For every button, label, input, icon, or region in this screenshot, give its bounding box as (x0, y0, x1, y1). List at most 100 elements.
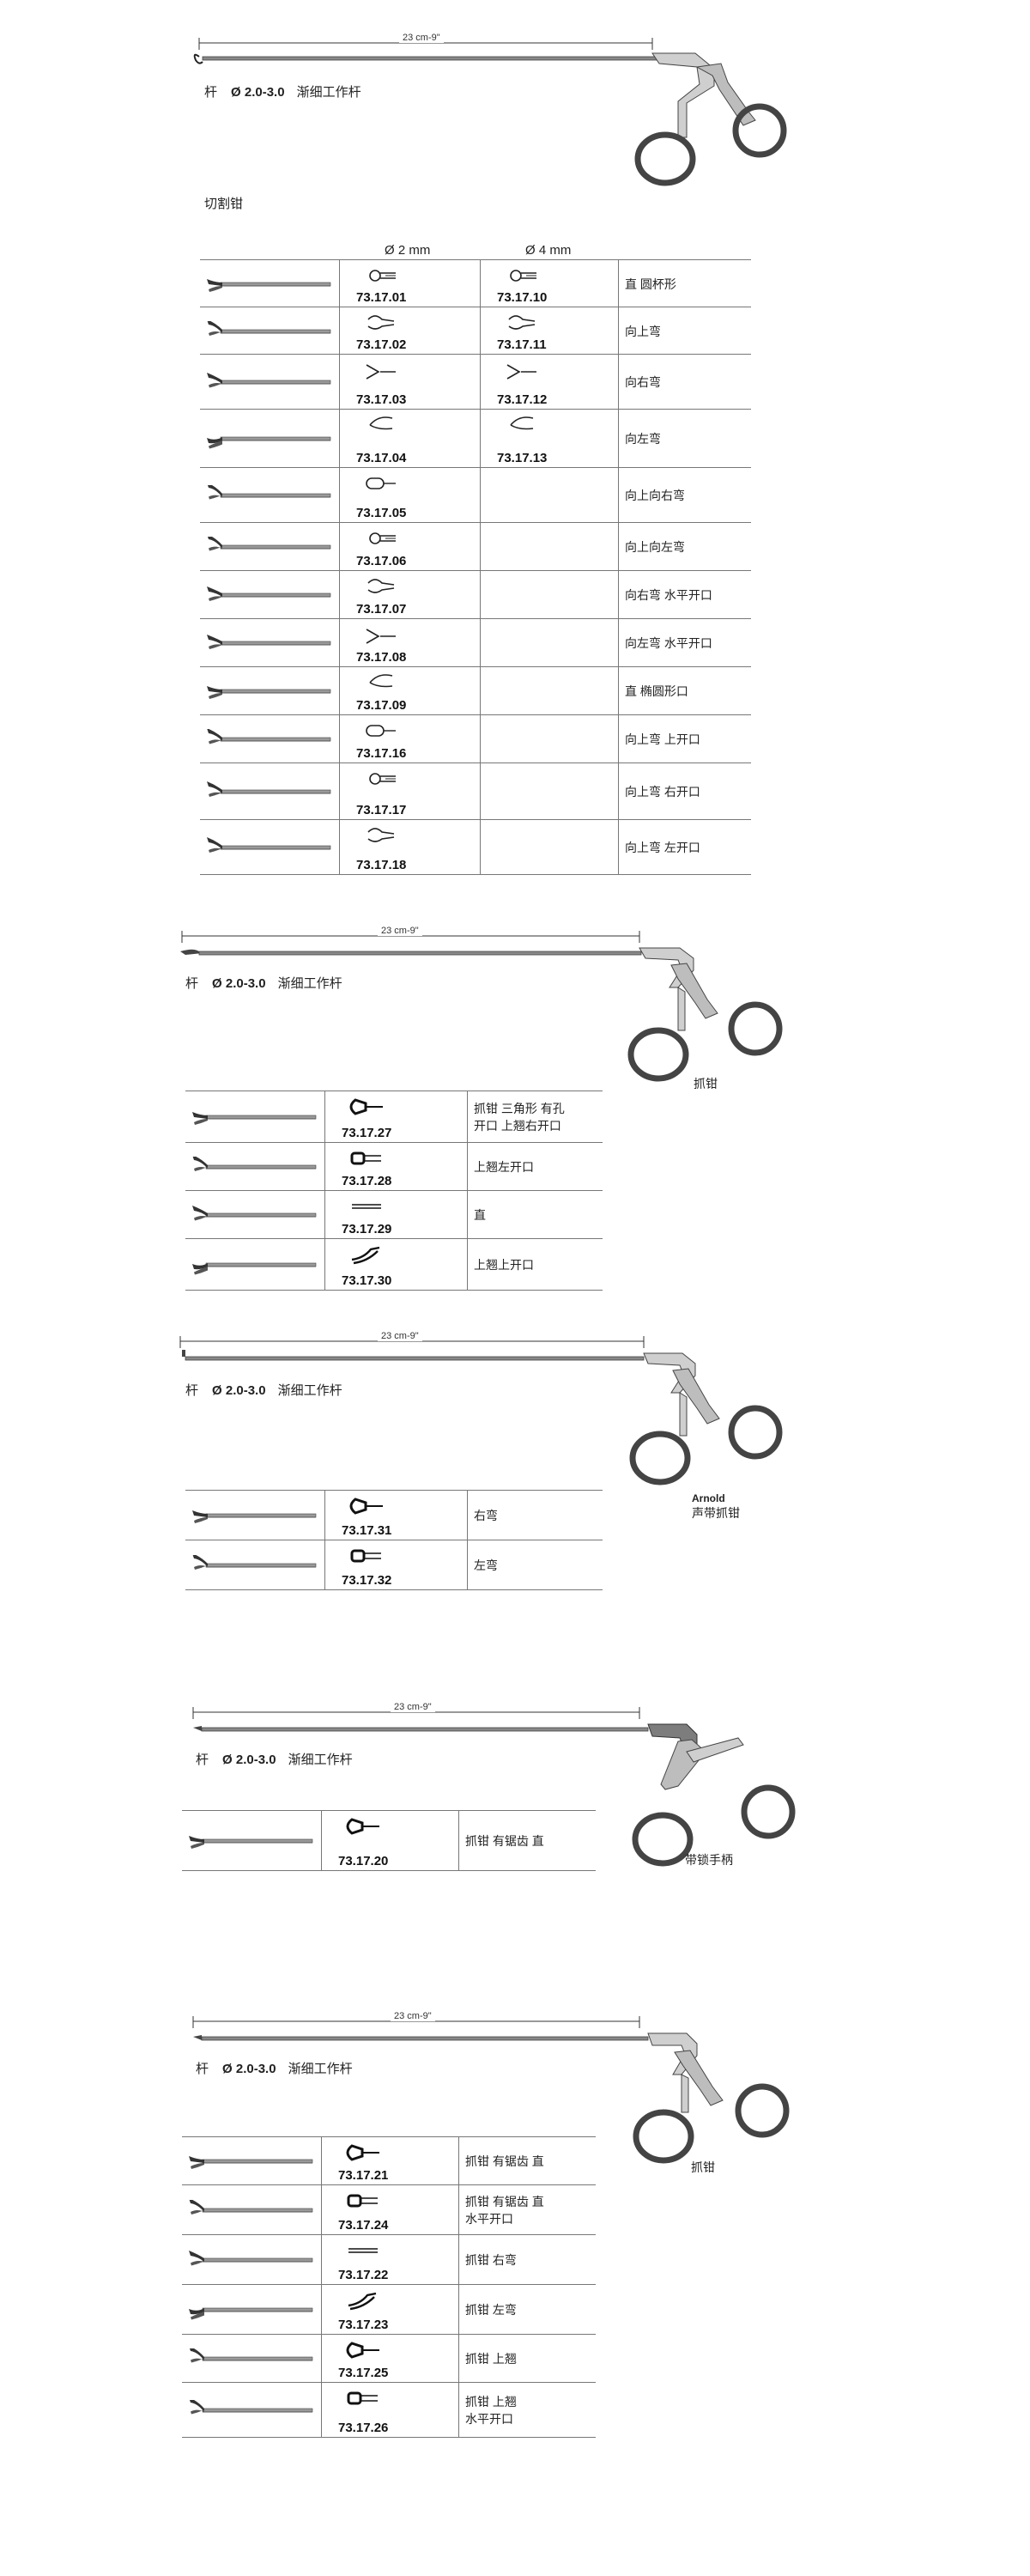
jaw-profile-icon (499, 313, 547, 335)
table-bottom-rule (182, 1870, 596, 1871)
product-code: 73.17.24 (338, 2218, 389, 2233)
product-code: 73.17.27 (342, 1126, 392, 1140)
dimension-label: 23 cm-9" (399, 33, 444, 43)
jaw-profile-icon (499, 265, 547, 288)
instrument-tip-image (200, 485, 336, 506)
shaft-diameter: Ø 2.0-3.0 (222, 2062, 276, 2076)
column-divider (458, 1811, 459, 1871)
dimension-label: 23 cm-9" (391, 2011, 435, 2021)
description-line: 向上向左弯 (625, 540, 685, 554)
product-description: 直 椭圆形口 (625, 683, 688, 700)
product-code: 73.17.08 (356, 650, 407, 665)
instrument-tip-image (182, 2348, 318, 2369)
shaft-description: 渐细工作杆 (277, 976, 342, 991)
product-description: 直 圆杯形 (625, 276, 676, 293)
column-divider (339, 763, 340, 820)
jaw-profile-icon (358, 415, 406, 437)
product-code: 73.17.16 (356, 746, 407, 761)
table-row: 73.17.32 左弯 (185, 1540, 603, 1590)
description-line: 水平开口 (465, 2212, 513, 2226)
table-row: 73.17.22 抓钳 右弯 (182, 2234, 596, 2285)
description-line: 左弯 (474, 1558, 498, 1572)
column-divider (339, 715, 340, 763)
shaft-diameter: Ø 2.0-3.0 (212, 976, 266, 991)
product-description: 向上弯 (625, 323, 661, 340)
caption-text: 带锁手柄 (685, 1853, 733, 1867)
jaw-profile-icon (343, 1496, 391, 1518)
instrument-tip-image (200, 837, 336, 858)
description-line: 水平开口 (465, 2412, 513, 2426)
product-code: 73.17.26 (338, 2421, 389, 2435)
column-divider (321, 2137, 322, 2185)
instrument-tip-image (185, 1205, 321, 1225)
column-divider (467, 1239, 468, 1291)
column-divider (480, 410, 481, 468)
instrument-tip-image (182, 1831, 318, 1851)
instrument-caption: Arnold 声带抓钳 (692, 1492, 740, 1522)
product-description: 抓钳 上翘水平开口 (465, 2393, 517, 2427)
column-divider (480, 260, 481, 307)
jaw-profile-icon (340, 2290, 388, 2312)
product-description: 向上向左弯 (625, 538, 685, 556)
instrument-tip-image (200, 781, 336, 802)
column-divider (324, 1091, 325, 1143)
column-divider (458, 2235, 459, 2285)
product-code: 73.17.22 (338, 2268, 389, 2282)
instrument-tip-image (182, 2151, 318, 2172)
product-code: 73.17.12 (497, 392, 548, 407)
product-description: 上翘上开口 (474, 1256, 534, 1273)
shaft-diameter: Ø 2.0-3.0 (231, 85, 285, 100)
description-line: 抓钳 有锯齿 直 (465, 2195, 544, 2208)
column-divider (339, 820, 340, 875)
instrument-tip-image (185, 1107, 321, 1127)
product-code: 73.17.18 (356, 858, 407, 872)
product-code: 73.17.09 (356, 698, 407, 713)
jaw-profile-icon (343, 1097, 391, 1119)
column-divider (458, 2185, 459, 2235)
description-line: 向上弯 右开口 (625, 785, 700, 799)
column-divider (321, 2235, 322, 2285)
column-divider (618, 468, 619, 523)
shaft-description: 渐细工作杆 (296, 85, 361, 100)
jaw-profile-icon (343, 1148, 391, 1170)
jaw-profile-icon (358, 313, 406, 335)
product-code: 73.17.25 (338, 2366, 389, 2380)
section-title: 切割钳 (204, 197, 244, 211)
instrument-tip-image (200, 274, 336, 295)
column-divider (339, 468, 340, 523)
product-code: 73.17.02 (356, 337, 407, 352)
column-divider (321, 1811, 322, 1871)
column-divider (618, 410, 619, 468)
shaft-prefix: 杆 (196, 2062, 209, 2076)
product-code: 73.17.20 (338, 1854, 389, 1868)
column-header-4mm: Ø 4 mm (525, 243, 572, 258)
caption-title: Arnold (692, 1492, 725, 1504)
column-divider (321, 2185, 322, 2235)
product-description: 左弯 (474, 1557, 498, 1574)
column-divider (467, 1491, 468, 1540)
description-line: 向上向右弯 (625, 489, 685, 502)
column-divider (480, 571, 481, 619)
column-divider (480, 468, 481, 523)
instrument-caption: 抓钳 (694, 1075, 718, 1092)
column-divider (458, 2285, 459, 2335)
jaw-profile-icon (499, 415, 547, 437)
table-row: 73.17.09 直 椭圆形口 (200, 666, 751, 715)
column-divider (618, 355, 619, 410)
column-divider (339, 523, 340, 571)
product-description: 抓钳 右弯 (465, 2251, 517, 2269)
instrument-caption: 抓钳 (691, 2159, 715, 2176)
jaw-profile-icon (499, 360, 547, 382)
product-code: 73.17.32 (342, 1573, 392, 1588)
jaw-profile-icon (358, 769, 406, 791)
product-code: 73.17.11 (497, 337, 547, 352)
